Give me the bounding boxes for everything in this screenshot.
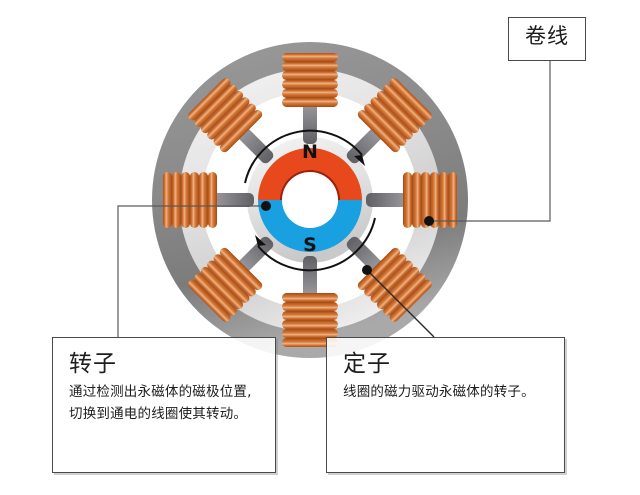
pole-shoe [303,102,317,144]
pole-shoe [237,127,274,164]
stator-tooth [282,256,338,347]
callout-rotor-body: 通过检测出永磁体的磁极位置,切换到通电的线圈使其转动。 [69,384,252,423]
callout-stator-body: 线圈的磁力驱动永磁体的转子。 [343,384,535,401]
callout-stator-title: 定子 [343,351,391,377]
south-pole-label: S [303,234,317,256]
stator-tooth [282,53,338,144]
pole-shoe [346,236,383,273]
shaft-hole [282,172,338,228]
rotation-arrow-top [244,129,363,184]
coil-winding [282,293,338,347]
pole-shoe [212,193,254,207]
rotation-arrows [244,129,376,272]
stator-tooth [188,78,274,164]
callout-stator: 定子 线圈的磁力驱动永磁体的转子。 [326,337,565,473]
coil-winding [188,78,263,153]
pole-shoe [303,256,317,298]
pole-shoe [366,193,408,207]
rotation-arrow-bottom [257,217,376,272]
coil-winding [282,53,338,107]
coil-winding [357,78,432,153]
motor-illustration: N S [152,42,468,358]
north-pole-label: N [302,141,318,163]
callout-winding: 卷线 [508,17,586,61]
coil-winding [403,172,457,228]
coil-winding [163,172,217,228]
callout-rotor-title: 转子 [69,351,117,377]
permanent-magnet-rotor: N S [258,141,362,256]
stator-tooth [346,78,432,164]
pole-shoe [346,127,383,164]
callout-winding-title: 卷线 [525,23,569,48]
callout-rotor: 转子 通过检测出永磁体的磁极位置,切换到通电的线圈使其转动。 [52,337,276,473]
